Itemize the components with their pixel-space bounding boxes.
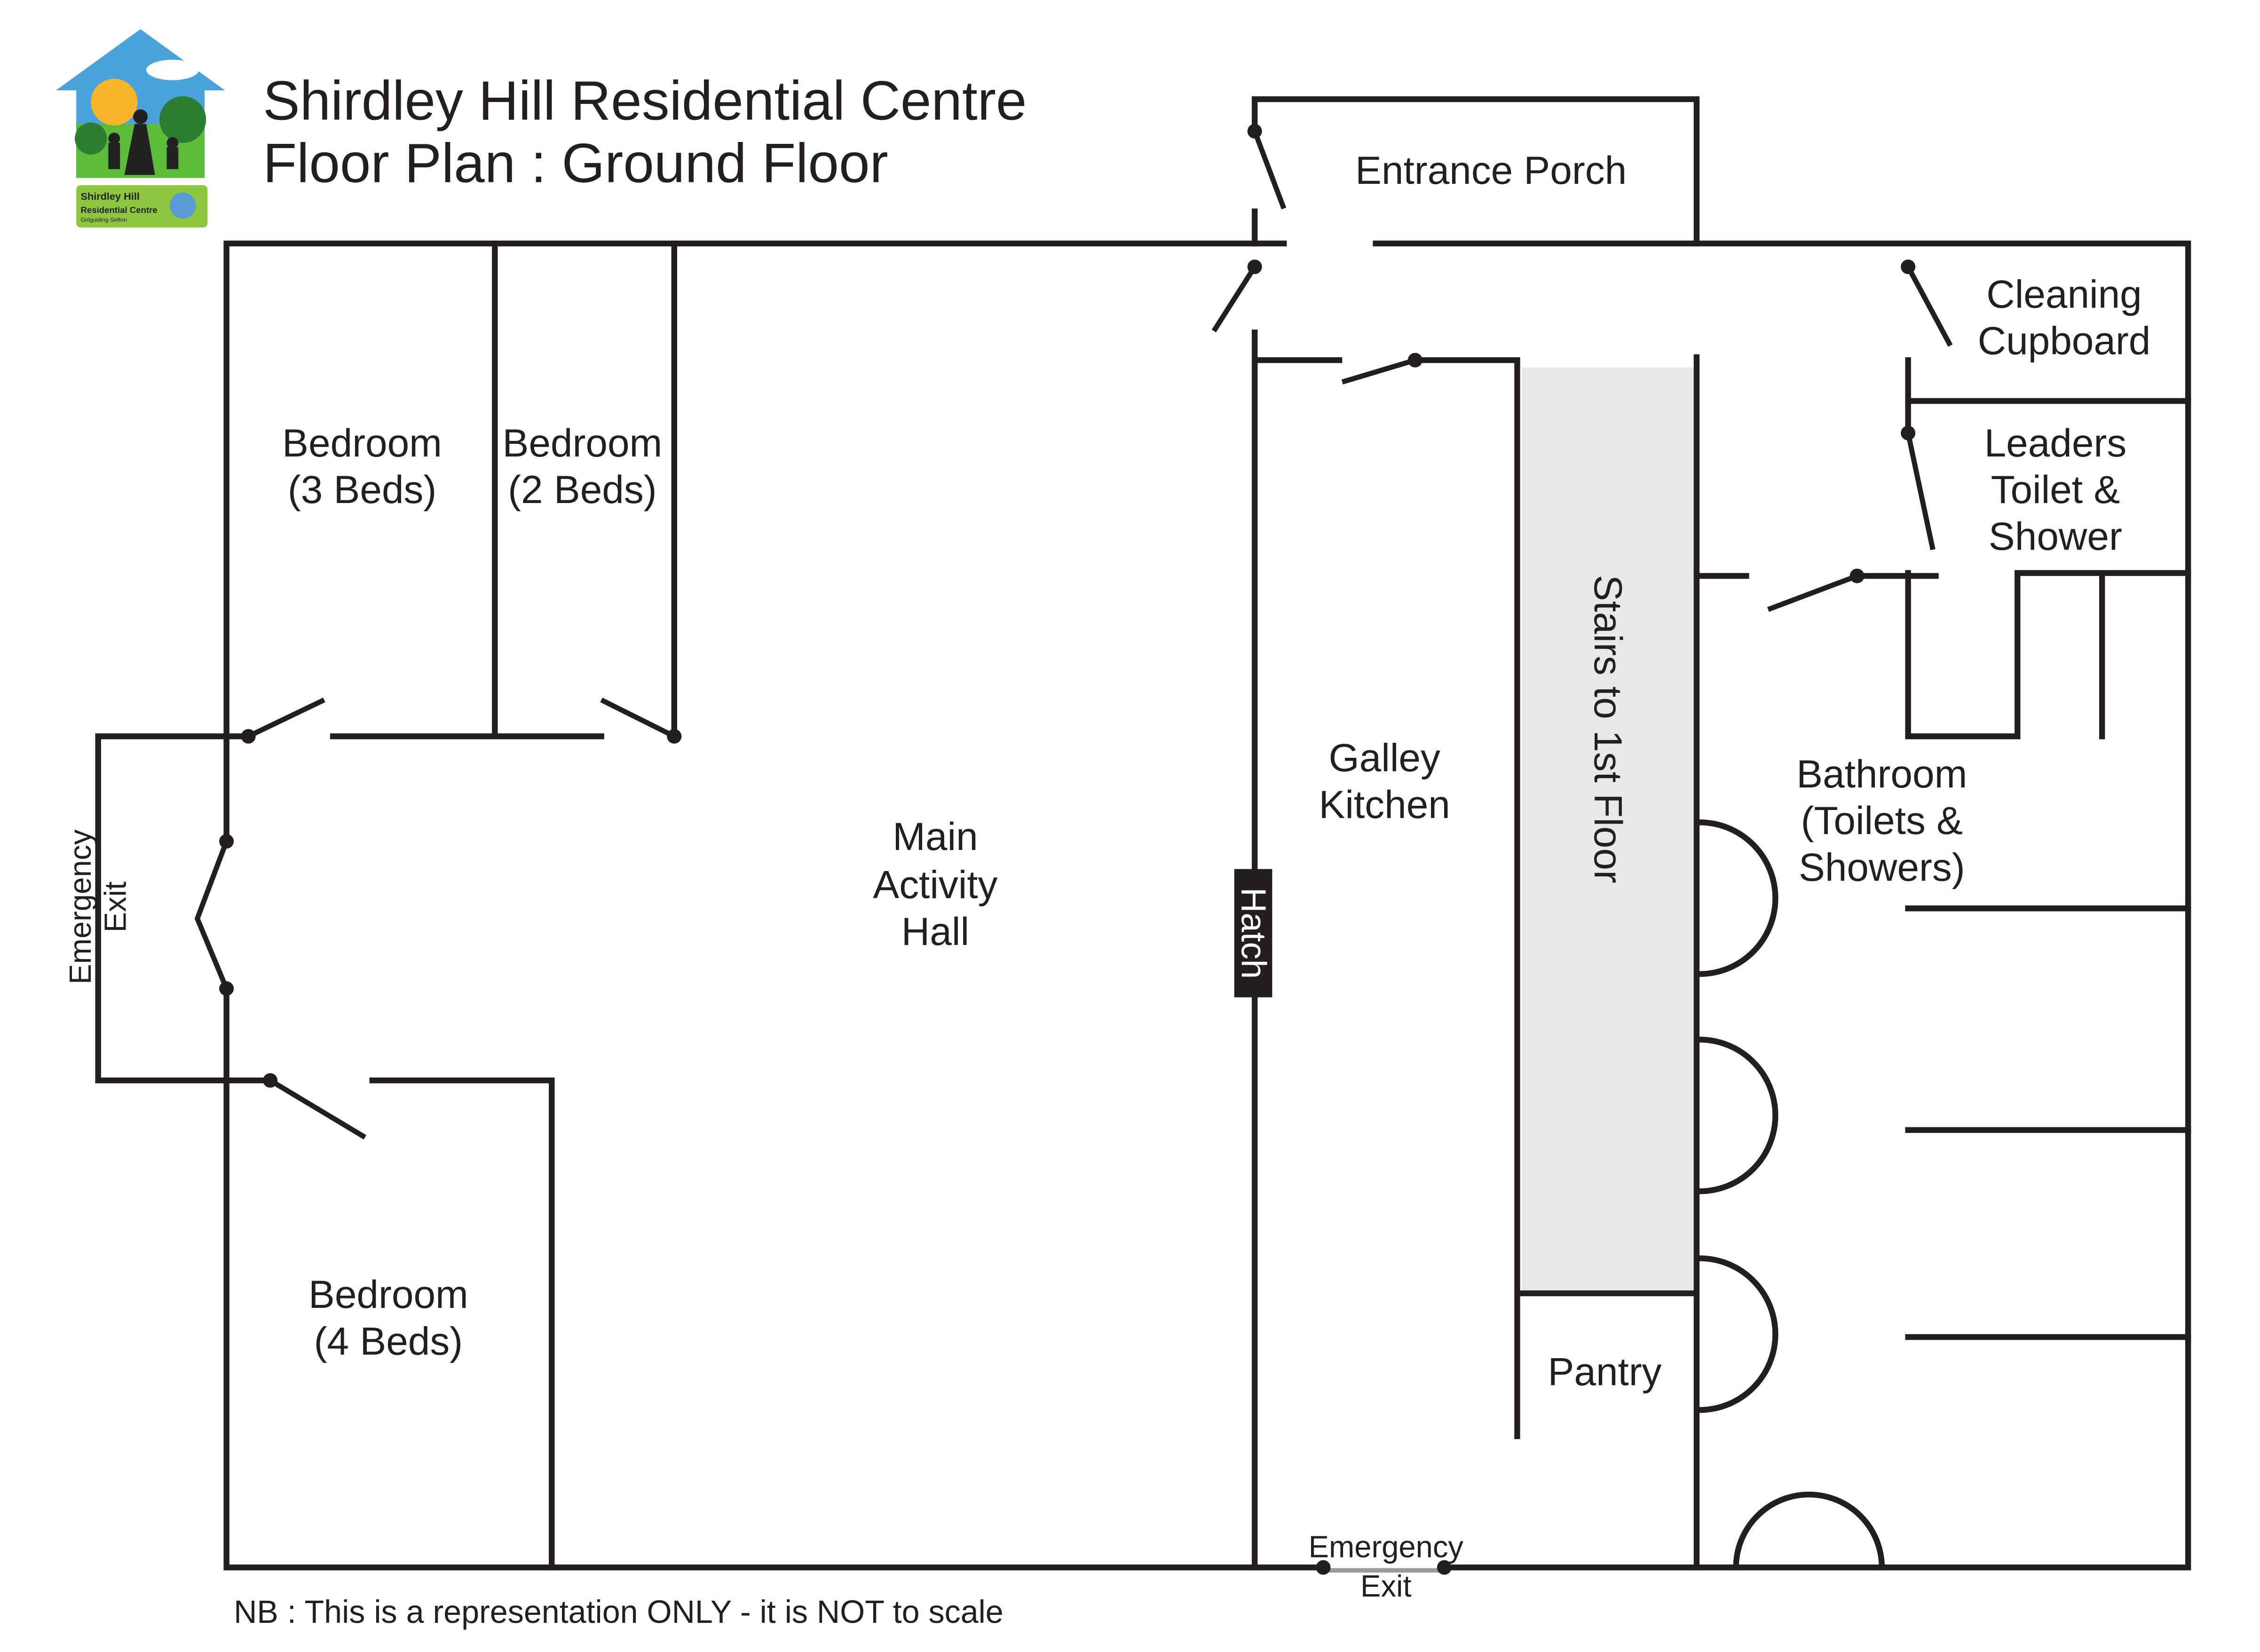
room-entrance-porch: Entrance Porch: [1355, 148, 1627, 192]
emergency-exit-bottom-2: Exit: [1360, 1569, 1412, 1603]
room-galley-1: Galley: [1329, 736, 1440, 780]
logo: Shirdley Hill Residential Centre Girlgui…: [55, 29, 225, 228]
hatch-label: Hatch: [1234, 888, 1273, 979]
room-pantry: Pantry: [1548, 1349, 1662, 1393]
logo-text-2: Residential Centre: [80, 205, 157, 215]
room-bedroom-2-1: Bedroom: [503, 421, 663, 465]
room-main-hall-1: Main: [893, 814, 978, 858]
room-leaders-2: Toilet &: [1991, 467, 2120, 511]
room-bathroom-3: Showers): [1799, 845, 1965, 889]
walls: [95, 96, 2191, 1573]
room-bedroom-3-1: Bedroom: [282, 421, 442, 465]
emergency-exit-left-1: Emergency: [63, 829, 97, 984]
stairs-area: [1521, 367, 1697, 1294]
room-bathroom-1: Bathroom: [1796, 752, 1967, 796]
room-bedroom-3-2: (3 Beds): [288, 467, 436, 511]
room-leaders-1: Leaders: [1984, 421, 2127, 465]
emergency-exit-left-2: Exit: [98, 881, 133, 933]
trefoil-icon: [169, 192, 196, 219]
room-galley-2: Kitchen: [1319, 782, 1450, 826]
room-cleaning-cupboard-1: Cleaning: [1986, 272, 2142, 316]
room-bedroom-4-2: (4 Beds): [314, 1319, 463, 1363]
stairs-label: Stairs to 1st Floor: [1586, 575, 1630, 883]
room-bathroom-2: (Toilets &: [1801, 798, 1963, 842]
emergency-exit-bottom-1: Emergency: [1309, 1529, 1464, 1564]
room-leaders-3: Shower: [1989, 514, 2122, 558]
room-main-hall-2: Activity: [873, 863, 997, 907]
room-bedroom-4-1: Bedroom: [308, 1272, 468, 1316]
room-bedroom-2-2: (2 Beds): [508, 467, 656, 511]
page-subtitle: Floor Plan : Ground Floor: [263, 132, 888, 194]
room-cleaning-cupboard-2: Cupboard: [1978, 319, 2151, 363]
doors: [194, 124, 1953, 1575]
scale-note: NB : This is a representation ONLY - it …: [234, 1594, 1004, 1630]
room-main-hall-3: Hall: [901, 909, 969, 953]
logo-text-3: Girlguiding Sefton: [80, 216, 127, 223]
page-title: Shirdley Hill Residential Centre: [263, 69, 1027, 131]
hatch-badge: [1234, 869, 1272, 998]
logo-text-1: Shirdley Hill: [80, 190, 139, 202]
